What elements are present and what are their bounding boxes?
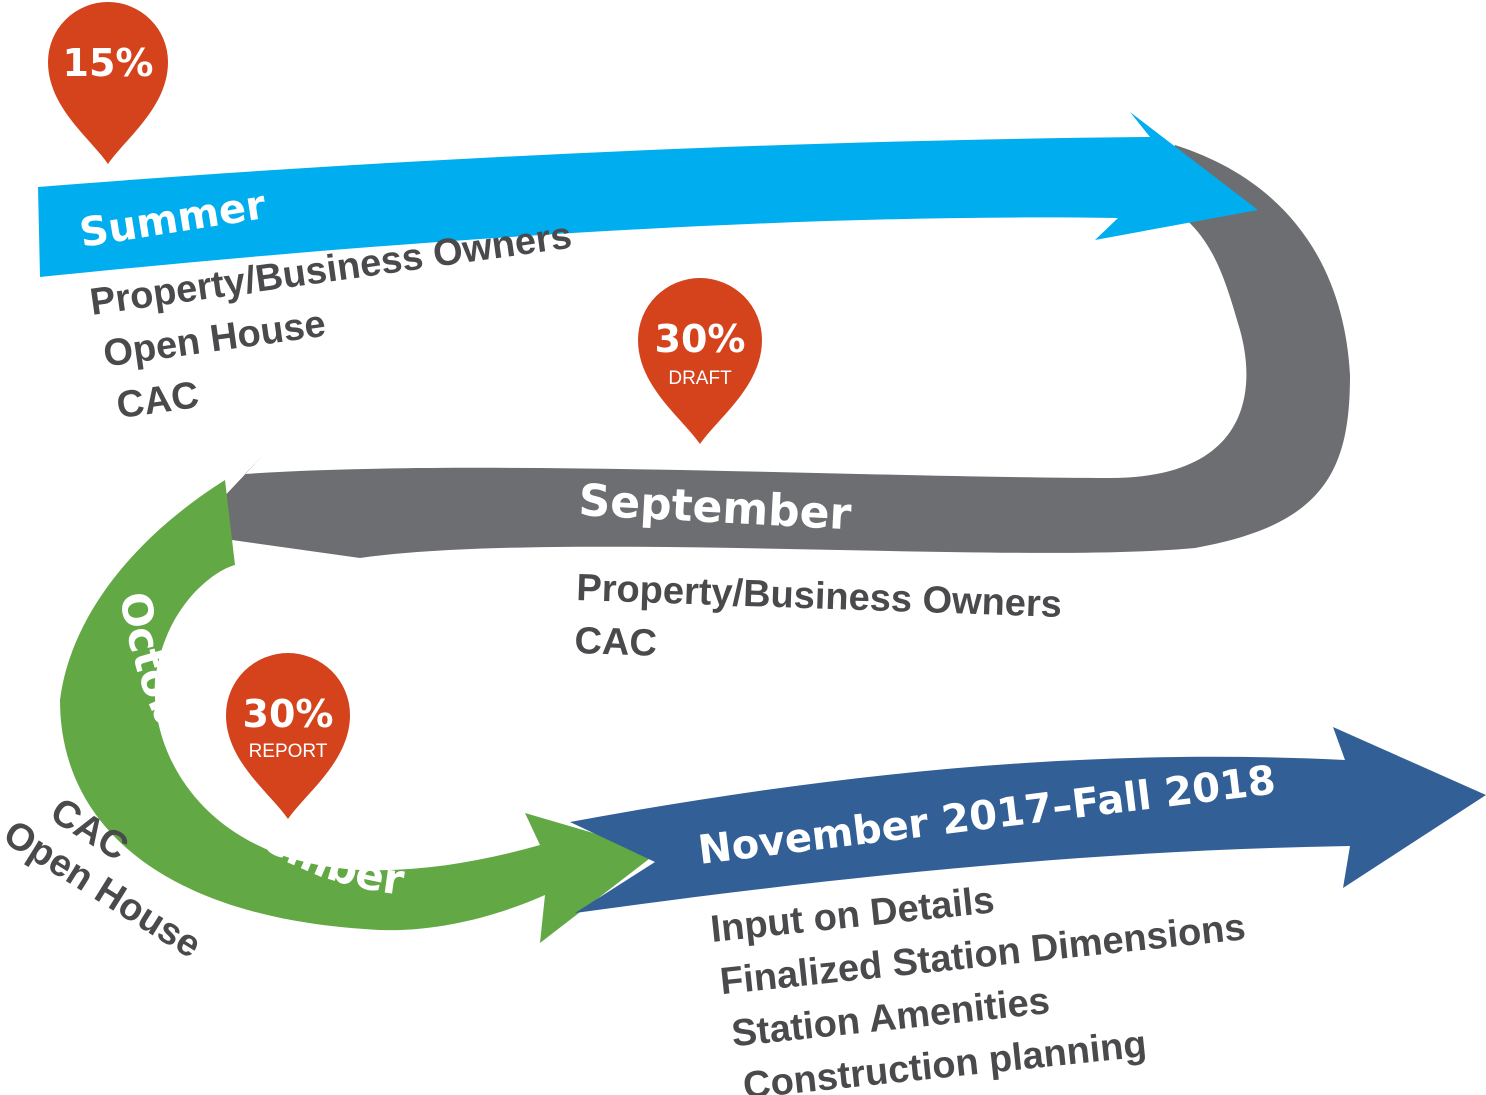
milestone-sub: DRAFT (668, 368, 732, 389)
milestone-percent: 30% (243, 692, 334, 736)
summer-item: CAC (114, 374, 201, 427)
september-item: CAC (574, 620, 658, 665)
september-arrow (172, 145, 1350, 558)
milestone-percent: 15% (63, 41, 154, 85)
milestone-pin-30-report: 30% REPORT (226, 653, 350, 819)
milestone-pin-15: 15% (48, 2, 168, 164)
summer-arrow (38, 112, 1258, 277)
map-pin-icon (226, 653, 350, 819)
milestone-sub: REPORT (249, 741, 328, 762)
milestone-pin-30-draft: 30% DRAFT (638, 278, 762, 444)
final-items: Input on Details Finalized Station Dimen… (709, 879, 1248, 1095)
final-arrow (570, 727, 1486, 913)
october-november-arrow (60, 480, 658, 943)
september-items: Property/Business Owners CAC (574, 567, 1063, 665)
milestone-percent: 30% (655, 317, 746, 361)
september-item: Property/Business Owners (576, 567, 1063, 626)
map-pin-icon (48, 2, 168, 164)
map-pin-icon (638, 278, 762, 444)
